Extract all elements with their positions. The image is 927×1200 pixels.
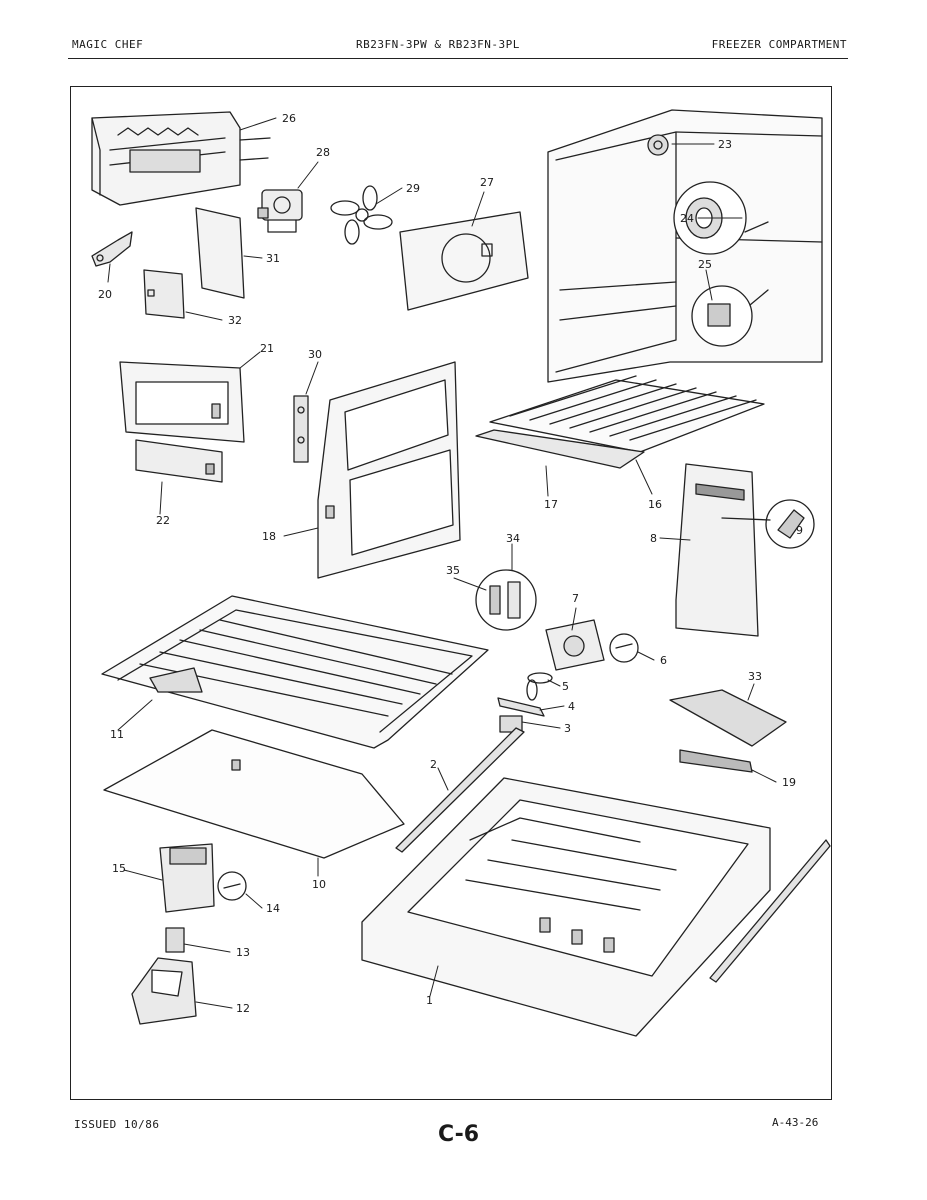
part-door	[317, 361, 461, 579]
callout-29: 29	[406, 182, 420, 195]
callout-2: 2	[430, 758, 437, 771]
callout-27: 27	[480, 176, 494, 189]
callout-3: 3	[564, 722, 571, 735]
callout-4: 4	[568, 700, 575, 713]
part-shelf-liner	[103, 729, 405, 859]
callout-34: 34	[506, 532, 520, 545]
issued-date: ISSUED 10/86	[74, 1118, 160, 1131]
callout-19: 19	[782, 776, 796, 789]
section-title: FREEZER COMPARTMENT	[711, 38, 847, 51]
part-rails	[395, 727, 831, 983]
callout-12: 12	[236, 1002, 250, 1015]
part-fan-assembly	[497, 672, 553, 733]
part-shelf	[475, 375, 765, 469]
callout-26: 26	[282, 112, 296, 125]
callout-5: 5	[562, 680, 569, 693]
callout-14: 14	[266, 902, 280, 915]
part-cabinet-interior	[547, 109, 823, 383]
diagram-frame	[70, 86, 832, 1100]
callout-28: 28	[316, 146, 330, 159]
callout-18: 18	[262, 530, 276, 543]
callout-32: 32	[228, 314, 242, 327]
part-freezer-pan	[361, 777, 771, 1037]
callouts: 26 28 29 27 23 24 25 20 31 32 21 30 22 1…	[98, 112, 803, 1015]
callout-1: 1	[426, 994, 433, 1007]
callout-15: 15	[112, 862, 126, 875]
model-numbers: RB23FN-3PW & RB23FN-3PL	[356, 38, 520, 51]
callout-30: 30	[308, 348, 322, 361]
part-handle	[679, 749, 753, 773]
callout-11: 11	[110, 728, 124, 741]
callout-16: 16	[648, 498, 662, 511]
part-small-plate	[143, 269, 185, 319]
brand-label: MAGIC CHEF	[72, 38, 144, 51]
callout-7: 7	[572, 592, 579, 605]
part-evaporator-cover	[675, 463, 815, 637]
callout-8: 8	[650, 532, 657, 545]
part-thermostat-plate	[475, 569, 537, 631]
callout-13: 13	[236, 946, 250, 959]
part-cover-plate	[195, 207, 245, 299]
callout-9: 9	[796, 524, 803, 537]
part-label-plate	[135, 439, 223, 483]
callout-21: 21	[260, 342, 274, 355]
part-motor	[257, 189, 303, 233]
part-cover	[669, 689, 787, 747]
part-ice-bucket	[131, 957, 197, 1025]
part-bracket	[91, 231, 133, 267]
callout-25: 25	[698, 258, 712, 271]
document-code: A-43-26	[772, 1116, 819, 1129]
page-header: MAGIC CHEF RB23FN-3PW & RB23FN-3PL FREEZ…	[72, 34, 847, 58]
leader-lines	[107, 117, 777, 1009]
part-fan-blade	[330, 185, 393, 245]
part-ice-chute	[159, 843, 247, 913]
header-rule	[68, 58, 848, 59]
callout-17: 17	[544, 498, 558, 511]
callout-22: 22	[156, 514, 170, 527]
part-fan-shroud	[399, 211, 529, 311]
part-ice-maker	[91, 111, 271, 206]
callout-35: 35	[446, 564, 460, 577]
callout-24: 24	[680, 212, 694, 225]
part-panel	[119, 361, 245, 443]
callout-10: 10	[312, 878, 326, 891]
part-fan-motor-bracket	[545, 619, 639, 671]
callout-23: 23	[718, 138, 732, 151]
callout-6: 6	[660, 654, 667, 667]
callout-20: 20	[98, 288, 112, 301]
part-wire-tray	[101, 595, 489, 749]
part-hinge	[293, 395, 309, 463]
callout-33: 33	[748, 670, 762, 683]
part-clip	[165, 927, 185, 953]
page-number: C-6	[438, 1122, 480, 1147]
callout-31: 31	[266, 252, 280, 265]
